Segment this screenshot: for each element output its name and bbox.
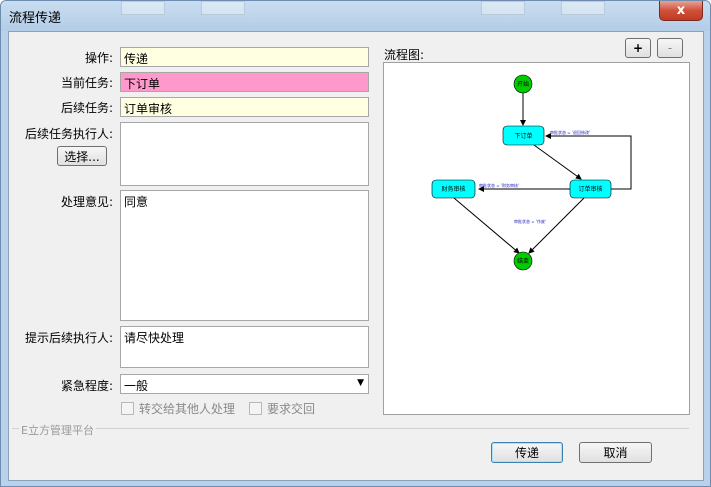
current-task-label: 当前任务: — [60, 76, 113, 90]
hint-label: 提示后续执行人: — [24, 331, 113, 345]
node-start-label: 开始 — [517, 80, 529, 88]
edge-label-to-end: 审批状态 = '作废' — [514, 218, 546, 224]
urgency-select[interactable]: 一般 ▼ — [120, 374, 369, 394]
return-checkbox[interactable]: 要求交回 — [249, 400, 315, 417]
diagram-label: 流程图: — [384, 48, 425, 62]
transfer-checkbox-label: 转交给其他人处理 — [139, 402, 236, 416]
node-end[interactable] — [513, 251, 533, 271]
opinion-label: 处理意见: — [60, 195, 113, 209]
edge-label-reject: 审批状态 = '退回修改' — [550, 129, 590, 135]
urgency-selected-value: 一般 — [124, 379, 149, 393]
background-ghost — [481, 1, 525, 15]
submit-button[interactable]: 传递 — [491, 442, 563, 463]
node-start[interactable] — [513, 74, 533, 94]
platform-label: E立方管理平台 — [19, 422, 96, 438]
zoom-in-button[interactable]: + — [625, 38, 651, 58]
title-bar[interactable]: 流程传递 x — [1, 1, 710, 31]
node-end-label: 结束 — [517, 257, 529, 265]
background-ghost — [201, 1, 245, 15]
urgency-label: 紧急程度: — [60, 379, 113, 393]
hint-textarea[interactable]: 请尽快处理 — [120, 326, 369, 368]
edge-review-end — [528, 197, 585, 254]
opinion-textarea[interactable]: 同意 — [120, 190, 369, 321]
checkbox-box[interactable] — [121, 402, 134, 415]
edge-order-review — [533, 144, 582, 180]
next-task-field[interactable]: 订单审核 — [120, 97, 369, 117]
next-executor-field[interactable] — [120, 122, 369, 186]
next-executor-label: 后续任务执行人: — [24, 127, 113, 141]
cancel-button[interactable]: 取消 — [579, 442, 652, 463]
operation-field[interactable]: 传递 — [120, 47, 369, 67]
workflow-diagram: 审批状态 = '退回修改' 审批状态 = '财务审核' 审批状态 = '作废' … — [383, 62, 690, 415]
node-review-label: 订单审核 — [578, 185, 602, 193]
current-task-field[interactable]: 下订单 — [120, 72, 369, 92]
edge-finance-end — [453, 197, 520, 254]
footer-divider — [12, 428, 689, 429]
node-order[interactable] — [502, 125, 545, 146]
window-title: 流程传递 — [9, 11, 62, 26]
edge-label-to-finance: 审批状态 = '财务审核' — [479, 182, 519, 188]
background-ghost — [561, 1, 605, 15]
return-checkbox-label: 要求交回 — [267, 402, 316, 416]
workflow-diagram-svg: 审批状态 = '退回修改' 审批状态 = '财务审核' 审批状态 = '作废' … — [431, 74, 632, 271]
checkbox-box[interactable] — [249, 402, 262, 415]
zoom-out-button[interactable]: - — [657, 38, 683, 58]
close-icon: x — [676, 3, 686, 18]
select-executor-button[interactable]: 选择... — [57, 146, 107, 166]
next-task-label: 后续任务: — [60, 101, 113, 115]
transfer-checkbox[interactable]: 转交给其他人处理 — [121, 400, 235, 417]
node-finance-label: 财务审核 — [441, 185, 465, 193]
close-button[interactable]: x — [659, 1, 703, 21]
edge-review-order — [545, 133, 632, 190]
node-finance[interactable] — [431, 179, 476, 199]
node-order-label: 下订单 — [514, 132, 532, 140]
dropdown-arrow-icon[interactable]: ▼ — [357, 378, 364, 388]
node-review[interactable] — [569, 179, 612, 199]
background-ghost — [121, 1, 165, 15]
operation-label: 操作: — [84, 51, 113, 65]
